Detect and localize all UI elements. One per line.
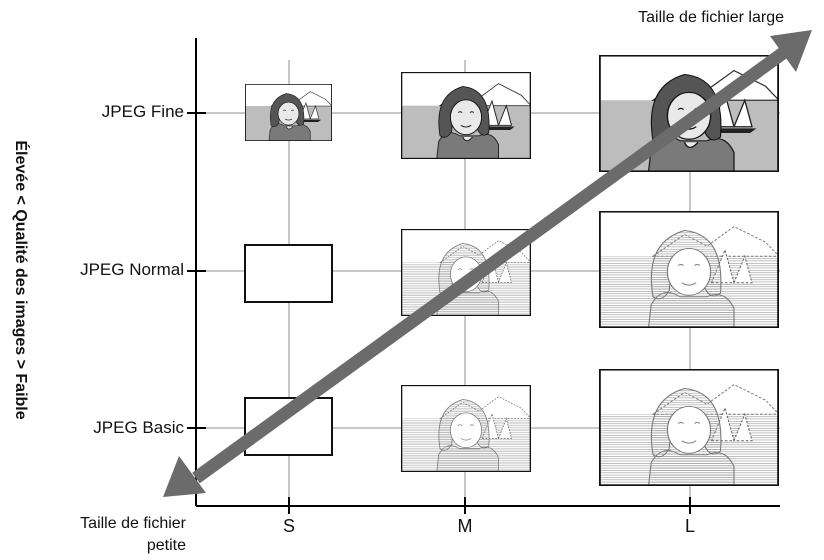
y-axis-label: Élevée < Qualité des images > Faible xyxy=(12,140,29,420)
size-label-l: L xyxy=(684,516,695,536)
size-label-m: M xyxy=(457,516,473,536)
thumb-basic-m xyxy=(401,385,531,472)
quality-label-normal: JPEG Normal xyxy=(80,260,184,279)
size-label-s: S xyxy=(282,516,295,536)
thumb-normal-l xyxy=(599,211,779,328)
thumb-normal-s xyxy=(244,244,333,303)
bottom-left-label-line2: petite xyxy=(146,537,186,554)
top-right-label: Taille de fichier large xyxy=(638,9,784,26)
bottom-left-label-line1: Taille de fichier xyxy=(80,515,186,532)
arrow-shaft xyxy=(192,42,794,484)
thumb-fine-m xyxy=(401,72,531,159)
file-size-arrow xyxy=(163,30,812,497)
quality-label-fine: JPEG Fine xyxy=(101,102,184,121)
axes xyxy=(187,38,780,514)
thumb-fine-s xyxy=(245,84,332,141)
quality-label-basic: JPEG Basic xyxy=(93,418,184,437)
arrow-head-top-right-icon xyxy=(770,30,812,72)
thumb-basic-l xyxy=(599,369,779,486)
arrow-head-bottom-left-icon xyxy=(163,456,206,497)
